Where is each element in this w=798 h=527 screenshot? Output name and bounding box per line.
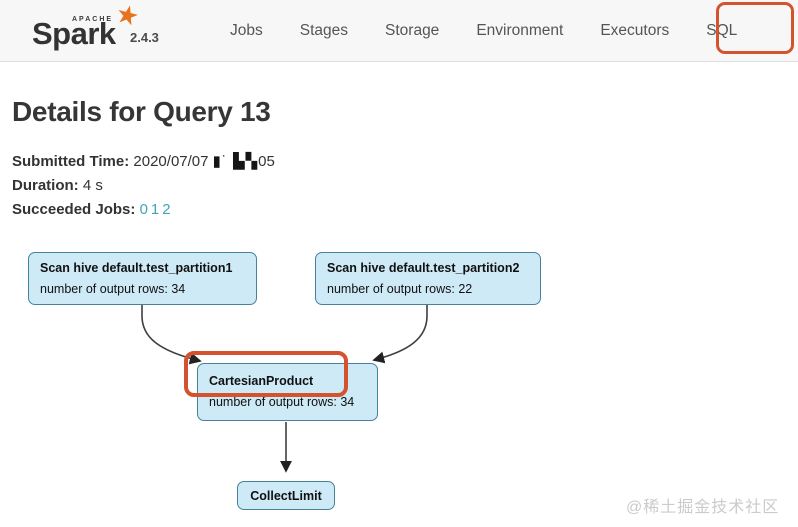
- node-metric: number of output rows: 34: [40, 282, 186, 296]
- succeeded-jobs-label: Succeeded Jobs:: [12, 201, 136, 218]
- redacted-timestamp: ▮˙ ▙▚: [212, 153, 259, 170]
- duration-line: Duration: 4 s: [12, 174, 275, 198]
- node-title: CartesianProduct: [209, 374, 314, 388]
- submitted-time-date: 2020/07/07: [133, 153, 209, 170]
- node-metric: number of output rows: 22: [327, 282, 473, 296]
- dag-node-scan-partition2: Scan hive default.test_partition2 number…: [315, 252, 541, 305]
- nav-tabs: Jobs Stages Storage Environment Executor…: [230, 0, 737, 62]
- dag-node-scan-partition1: Scan hive default.test_partition1 number…: [28, 252, 257, 305]
- query-meta: Submitted Time: 2020/07/07 ▮˙ ▙▚05 Durat…: [12, 150, 275, 222]
- job-link-1[interactable]: 1: [150, 201, 160, 218]
- tab-sql[interactable]: SQL: [706, 22, 738, 39]
- node-title: Scan hive default.test_partition2: [327, 261, 520, 275]
- submitted-time-label: Submitted Time:: [12, 153, 130, 170]
- tab-jobs[interactable]: Jobs: [230, 22, 263, 39]
- spark-version: 2.4.3: [130, 30, 159, 45]
- submitted-time-line: Submitted Time: 2020/07/07 ▮˙ ▙▚05: [12, 150, 275, 174]
- duration-value: 4 s: [82, 177, 103, 194]
- job-link-2[interactable]: 2: [162, 201, 171, 218]
- submitted-time-suffix: 05: [258, 153, 275, 170]
- tab-environment[interactable]: Environment: [476, 22, 564, 39]
- apache-label: APACHE: [72, 16, 114, 23]
- spark-star-icon: ★: [112, 0, 143, 33]
- tab-executors[interactable]: Executors: [600, 22, 670, 39]
- node-title: CollectLimit: [250, 488, 322, 503]
- node-metric: number of output rows: 34: [209, 395, 355, 409]
- tab-stages[interactable]: Stages: [299, 22, 349, 39]
- dag-node-cartesian-product: CartesianProduct number of output rows: …: [197, 363, 378, 421]
- edge-scan2-to-cartesian: [372, 305, 428, 364]
- duration-label: Duration:: [12, 177, 79, 194]
- spark-logo-wordmark: Spark: [32, 16, 116, 51]
- spark-logo[interactable]: Spark APACHE ★: [32, 0, 152, 58]
- watermark: @稀土掘金技术社区: [626, 499, 780, 516]
- tab-storage[interactable]: Storage: [385, 22, 440, 39]
- navbar: Spark APACHE ★ 2.4.3 Jobs Stages Storage…: [0, 0, 798, 62]
- job-link-0[interactable]: 0: [139, 201, 148, 218]
- dag-node-collect-limit: CollectLimit: [237, 481, 335, 510]
- page-title: Details for Query 13: [12, 96, 271, 127]
- edge-scan1-to-cartesian: [141, 305, 202, 365]
- node-title: Scan hive default.test_partition1: [40, 261, 233, 275]
